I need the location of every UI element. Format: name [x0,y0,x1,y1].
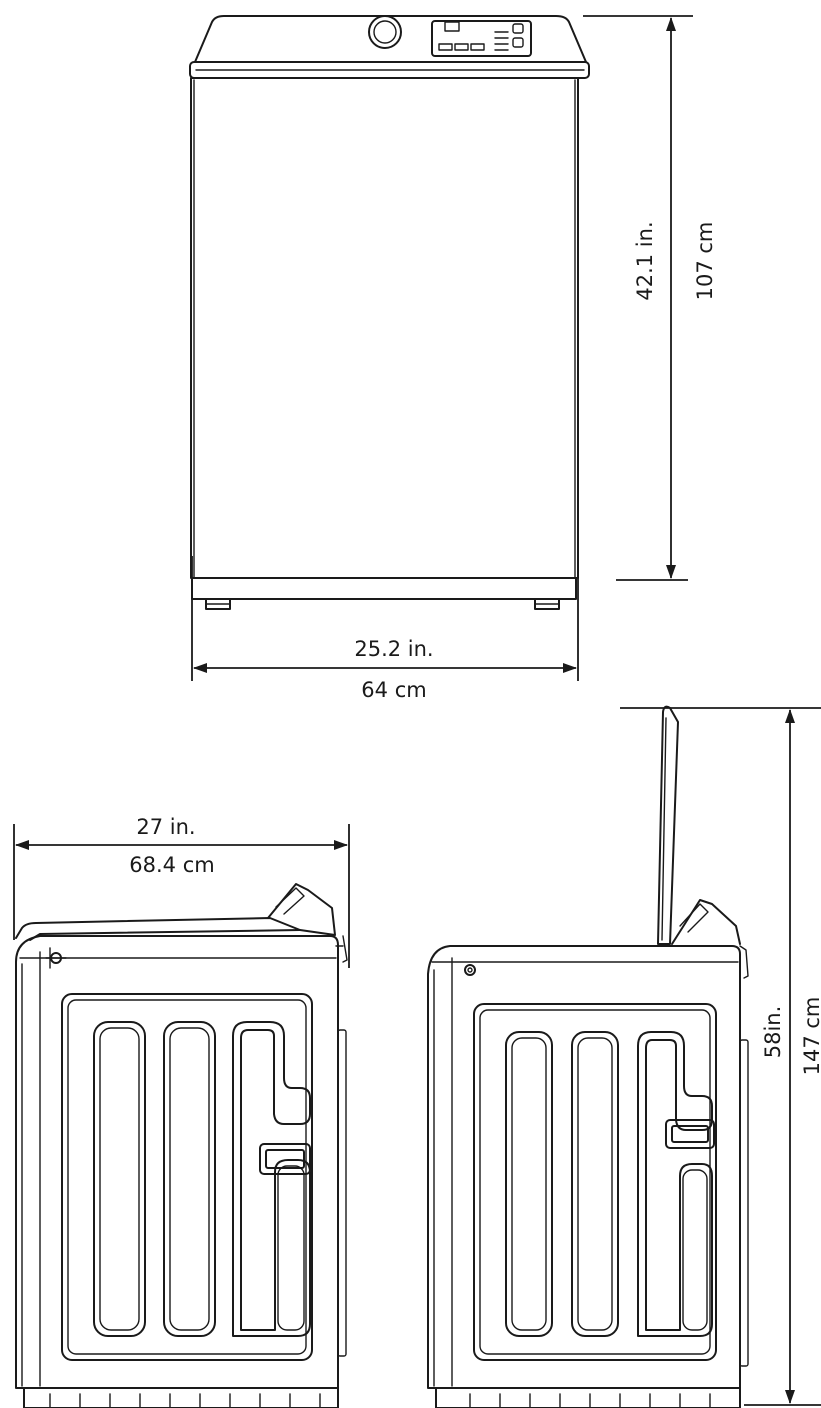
front-base [191,577,577,600]
front-cabinet [190,77,579,579]
open-panel-ribs [505,1031,713,1337]
side-lid [15,917,301,941]
side-view: 27 in. 68.4 cm [13,815,350,1408]
dial-knob-icon [368,15,402,49]
front-height-dimension: 42.1 in. 107 cm [583,15,717,581]
side-console [267,883,336,936]
front-view: 42.1 in. 107 cm 25.2 in. 64 cm [189,15,717,702]
open-console [671,899,741,945]
svg-text:…: … [446,939,456,950]
screw-icon [464,964,476,976]
side-depth-dimension: 27 in. 68.4 cm [13,815,350,968]
open-panel-outer [473,1003,717,1361]
side-view-lid-open: … [427,705,821,1408]
screw-icon [45,947,67,969]
front-height-cm-label: 107 cm [693,222,717,301]
front-height-in-label: 42.1 in. [633,221,657,300]
handle-recess-icon [665,1119,715,1149]
open-base [435,1387,741,1408]
control-panel-display [431,20,532,57]
side-depth-in-label: 27 in. [136,815,195,839]
front-width-cm-label: 64 cm [361,678,426,702]
side-panel-outer [61,993,313,1361]
side-depth-cm-label: 68.4 cm [129,853,214,877]
open-height-in-label: 58in. [761,1006,785,1059]
open-lid [657,705,679,945]
front-console [194,15,587,63]
side-base [23,1387,339,1408]
open-height-dimension: 58in. 147 cm [620,707,821,1406]
side-panel-ribs [93,1021,311,1337]
open-height-cm-label: 147 cm [800,997,821,1076]
front-width-dimension: 25.2 in. 64 cm [191,556,579,702]
open-cabinet [427,945,741,1389]
side-cabinet [15,935,339,1389]
handle-recess-icon [259,1143,311,1175]
front-width-in-label: 25.2 in. [354,637,433,661]
